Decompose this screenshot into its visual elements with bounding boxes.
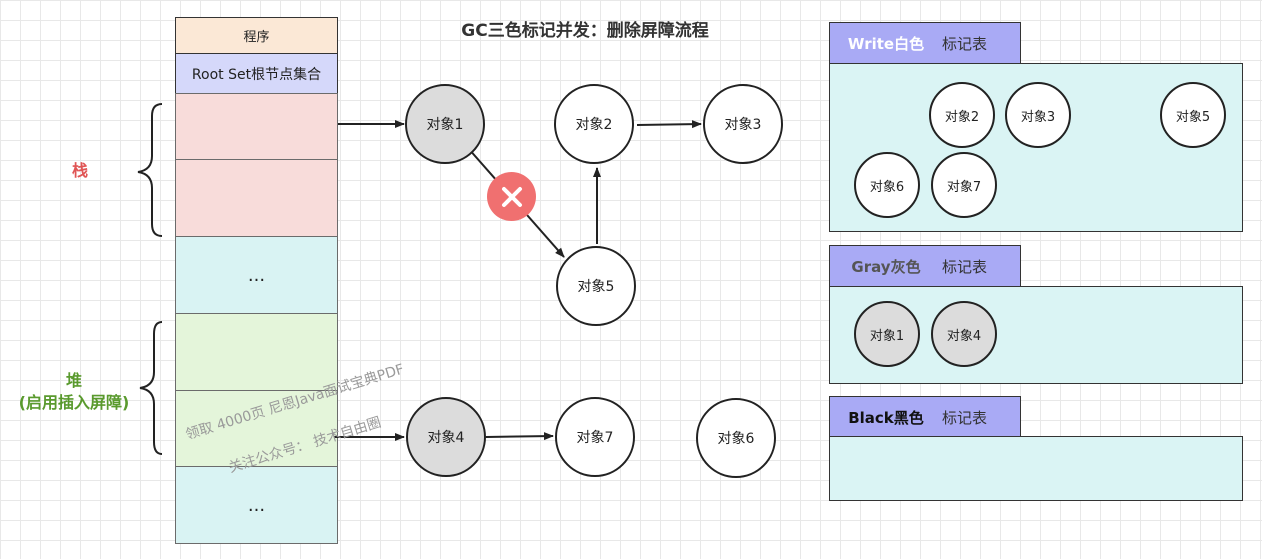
heap-sublabel: (启用插入屏障) xyxy=(18,393,130,412)
diagram-title: GC三色标记并发：删除屏障流程 xyxy=(461,21,709,41)
delete-reference-icon xyxy=(487,172,536,221)
white-item-obj2: 对象2 xyxy=(929,82,995,148)
node-obj2: 对象2 xyxy=(554,84,634,164)
gray-table-name: Gray灰色 xyxy=(851,257,921,276)
gray-table-label: 标记表 xyxy=(942,257,988,276)
black-table-label: 标记表 xyxy=(942,408,988,427)
gray-item-obj4: 对象4 xyxy=(931,301,997,367)
root-set-cell: Root Set根节点集合 xyxy=(175,53,338,94)
black-table-name: Black黑色 xyxy=(848,408,924,427)
white-table-panel: 对象2 对象3 对象5 对象6 对象7 xyxy=(829,63,1243,232)
gray-item-obj1: 对象1 xyxy=(854,301,920,367)
black-table-tab: Black黑色 标记表 xyxy=(829,396,1021,438)
node-obj7: 对象7 xyxy=(555,397,635,477)
white-item-obj7: 对象7 xyxy=(931,152,997,218)
heap-brace xyxy=(139,321,163,455)
white-table-tab: Write白色 标记表 xyxy=(829,22,1021,64)
stack-brace xyxy=(137,103,163,237)
stack-label: 栈 xyxy=(71,161,88,180)
edge-obj4-to-obj7 xyxy=(485,432,554,441)
gray-table-tab: Gray灰色 标记表 xyxy=(829,245,1021,287)
node-obj6: 对象6 xyxy=(696,398,776,478)
white-item-obj3: 对象3 xyxy=(1005,82,1071,148)
node-obj4: 对象4 xyxy=(406,397,486,477)
black-table-panel xyxy=(829,436,1243,501)
white-table-label: 标记表 xyxy=(942,34,988,53)
white-item-obj5: 对象5 xyxy=(1160,82,1226,148)
heap-cell-1 xyxy=(175,313,338,391)
gray-table-panel: 对象1 对象4 xyxy=(829,286,1243,384)
edge-obj2-to-obj3 xyxy=(636,120,702,129)
node-obj1: 对象1 xyxy=(405,84,485,164)
white-item-obj6: 对象6 xyxy=(854,152,920,218)
ellipsis-cell-2: ... xyxy=(175,466,338,544)
node-obj3: 对象3 xyxy=(703,84,783,164)
heap-label-group: 堆 (启用插入屏障) xyxy=(0,370,148,414)
close-icon xyxy=(501,186,522,207)
white-table-name: Write白色 xyxy=(847,34,925,53)
heap-label: 堆 xyxy=(65,371,82,390)
node-obj5: 对象5 xyxy=(556,246,636,326)
